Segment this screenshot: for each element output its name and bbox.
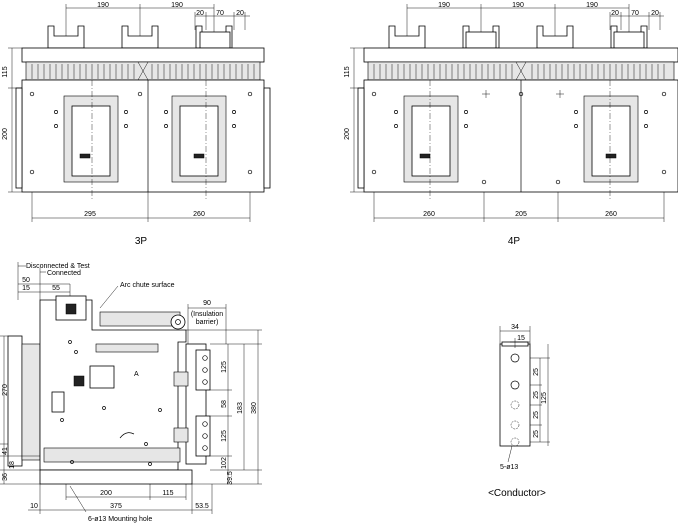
dim-side-41: 41 bbox=[2, 447, 9, 455]
dim-4p-left-b: 200 bbox=[344, 128, 351, 140]
dim-side-270: 270 bbox=[2, 384, 9, 396]
dim-4p-top-e: 70 bbox=[631, 10, 639, 17]
dim-3p-left-a: 115 bbox=[2, 66, 9, 77]
dim-4p-top-a: 190 bbox=[438, 2, 450, 9]
dim-3p-top-e: 20 bbox=[236, 10, 244, 17]
dim-side-53-5: 53.5 bbox=[195, 503, 209, 510]
dim-side-18: 18 bbox=[9, 461, 16, 469]
dim-4p-top-d: 20 bbox=[611, 10, 619, 17]
dim-side-15: 15 bbox=[22, 285, 30, 292]
dim-side-375: 375 bbox=[110, 503, 122, 510]
dim-conductor-25a: 25 bbox=[533, 368, 540, 376]
dim-4p-bottom-c: 260 bbox=[605, 211, 617, 218]
caption-4p: 4P bbox=[508, 236, 521, 247]
dim-4p-bottom-a: 260 bbox=[423, 211, 435, 218]
dim-conductor-25c: 25 bbox=[533, 411, 540, 419]
dim-3p-top-b: 190 bbox=[171, 2, 183, 9]
dim-4p-left-a: 115 bbox=[344, 66, 351, 77]
dim-side-102: 102 bbox=[221, 457, 228, 469]
dim-conductor-125: 125 bbox=[541, 392, 548, 404]
view-3p: 190 190 20 70 20 bbox=[2, 2, 271, 247]
dim-side-200: 200 bbox=[100, 490, 112, 497]
dim-side-55: 55 bbox=[52, 285, 60, 292]
label-section-a: A bbox=[134, 371, 139, 378]
caption-3p: 3P bbox=[135, 236, 148, 247]
dim-3p-top-d: 70 bbox=[216, 10, 224, 17]
view-4p: 190 190 190 20 70 20 bbox=[344, 2, 678, 247]
view-conductor: 34 15 25 25 25 25 125 5-ø13 <Conductor> bbox=[488, 324, 550, 499]
view-side: Disconnected & Test Connected 50 15 55 A… bbox=[0, 262, 262, 523]
dim-4p-top-f: 20 bbox=[651, 10, 659, 17]
dim-3p-bottom-b: 260 bbox=[193, 211, 205, 218]
dim-side-39-5: 39.5 bbox=[227, 471, 234, 485]
dim-side-58: 58 bbox=[221, 400, 228, 408]
label-conductor-holes: 5-ø13 bbox=[500, 464, 518, 471]
caption-conductor: <Conductor> bbox=[488, 488, 546, 499]
dim-side-115: 115 bbox=[162, 490, 173, 497]
label-arc-chute: Arc chute surface bbox=[120, 282, 175, 289]
dim-4p-bottom-b: 205 bbox=[515, 211, 527, 218]
dim-3p-bottom-a: 295 bbox=[84, 211, 96, 218]
label-disconnected-test: Disconnected & Test bbox=[26, 263, 90, 270]
label-connected: Connected bbox=[47, 270, 81, 277]
dim-conductor-34: 34 bbox=[511, 324, 519, 331]
dim-4p-top-b: 190 bbox=[512, 2, 524, 9]
dim-side-125b: 125 bbox=[221, 430, 228, 442]
label-barrier: barrier) bbox=[196, 319, 219, 326]
label-mounting-hole: 6-ø13 Mounting hole bbox=[88, 516, 152, 523]
dim-conductor-25b: 25 bbox=[533, 391, 540, 399]
dim-3p-top-a: 190 bbox=[97, 2, 109, 9]
dim-side-90: 90 bbox=[203, 300, 211, 307]
dim-side-10: 10 bbox=[30, 503, 38, 510]
dim-side-50: 50 bbox=[22, 277, 30, 284]
dim-side-183: 183 bbox=[237, 402, 244, 414]
dim-side-380: 380 bbox=[251, 402, 258, 414]
dim-conductor-25d: 25 bbox=[533, 430, 540, 438]
dim-4p-top-c: 190 bbox=[586, 2, 598, 9]
dim-side-125a: 125 bbox=[221, 361, 228, 373]
dim-side-36: 36 bbox=[2, 473, 9, 481]
dim-conductor-15: 15 bbox=[517, 335, 525, 342]
dim-3p-top-c: 20 bbox=[196, 10, 204, 17]
label-insulation: (Insulation bbox=[191, 311, 223, 318]
dim-3p-left-b: 200 bbox=[2, 128, 9, 140]
